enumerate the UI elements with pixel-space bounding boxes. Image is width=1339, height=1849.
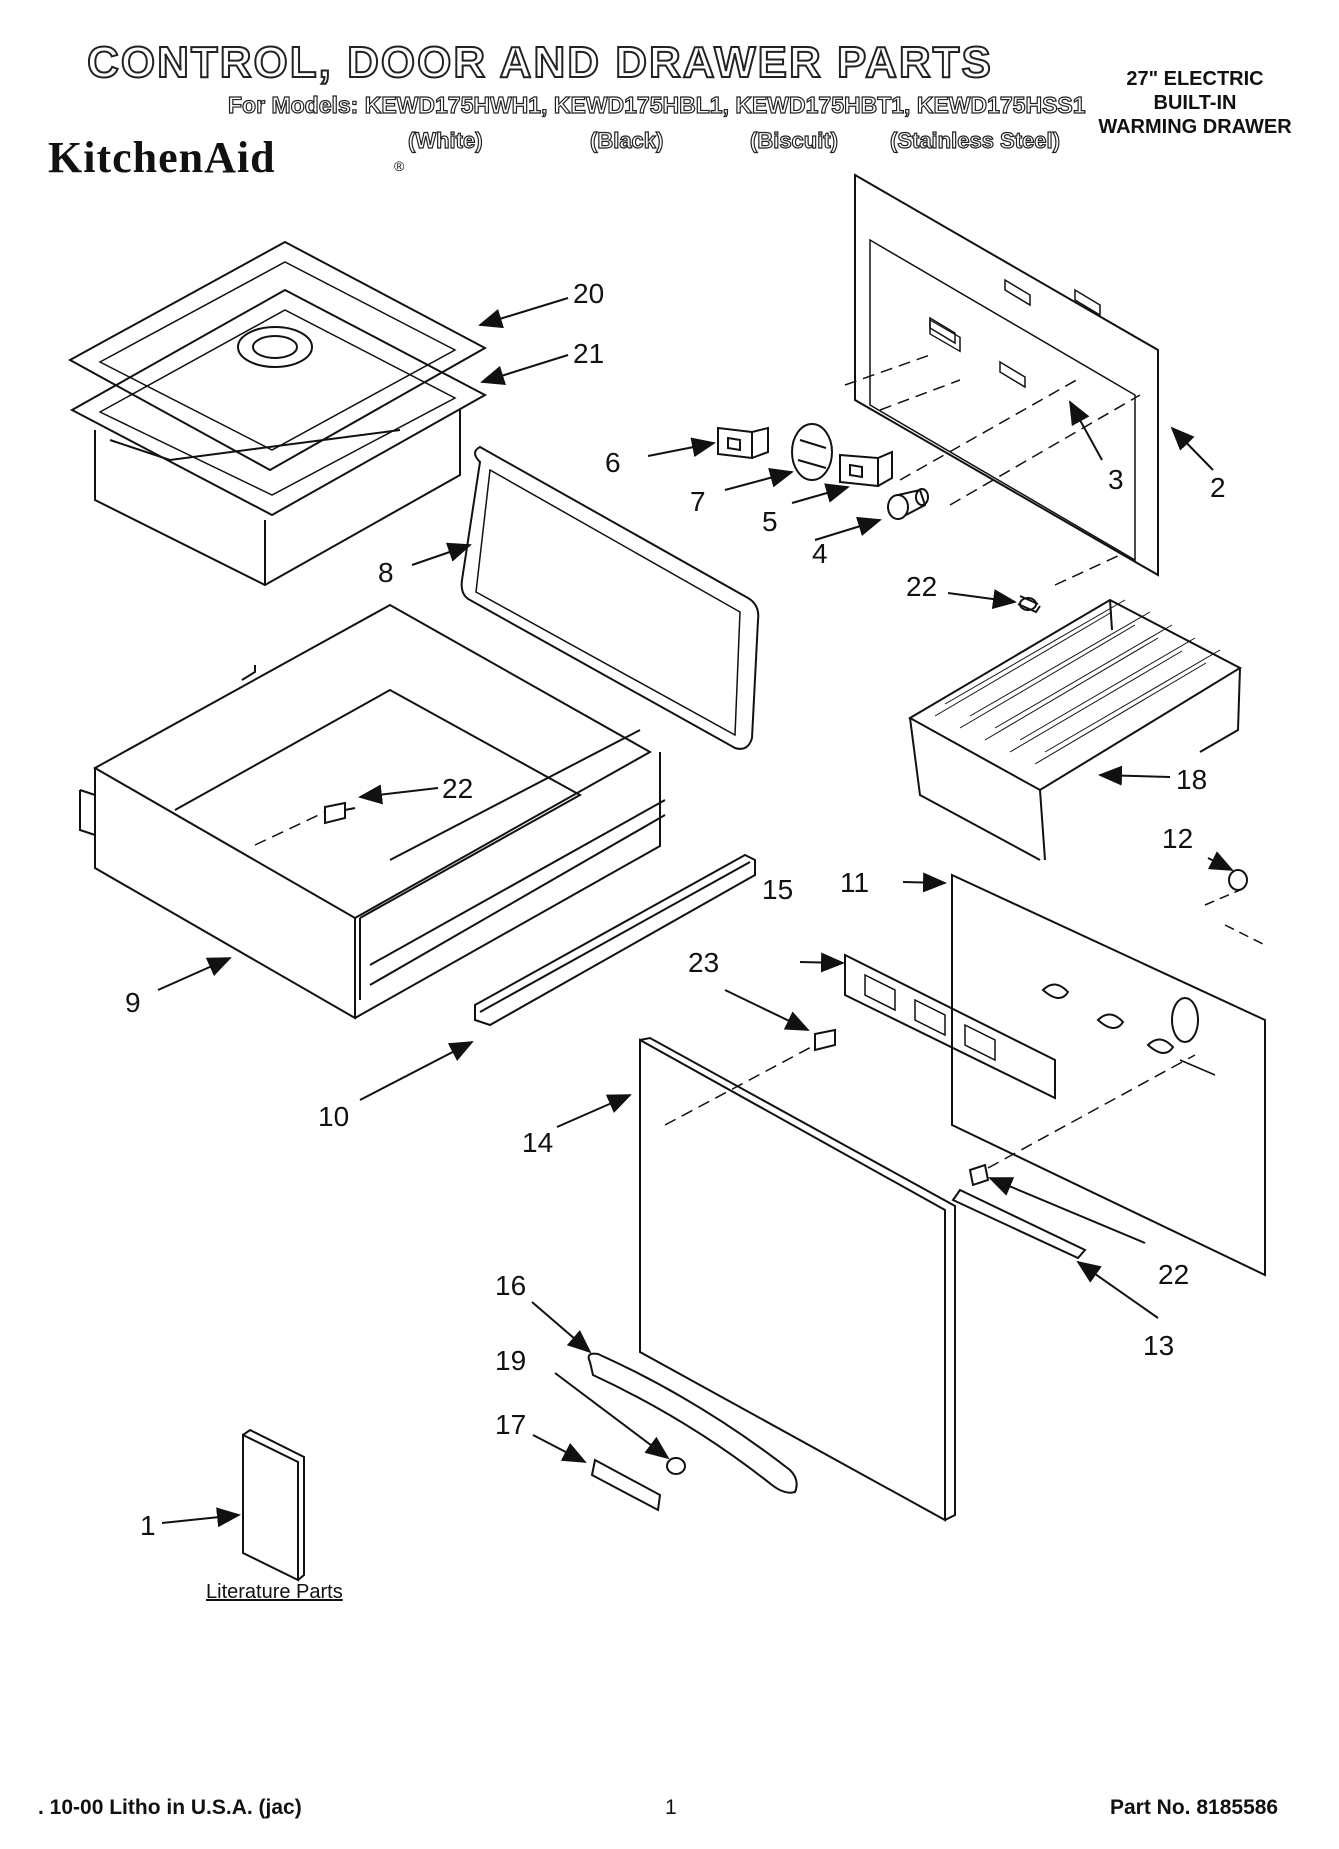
screw-22-top (1017, 595, 1041, 614)
callout-12: 12 (1162, 823, 1193, 854)
callout-10: 10 (318, 1101, 349, 1132)
screw-23 (814, 1028, 836, 1052)
rack-part (907, 598, 1243, 861)
switch-bracket-part (844, 953, 1056, 1100)
callout-1: 1 (140, 1510, 156, 1541)
drawer-box-part (79, 603, 666, 1020)
callout-14: 14 (522, 1127, 553, 1158)
callout-8: 8 (378, 557, 394, 588)
pan-part (94, 410, 461, 587)
registered-mark: ® (394, 158, 405, 174)
handle-part (587, 1352, 798, 1494)
gasket-part (69, 288, 488, 517)
screw-19 (666, 1457, 686, 1475)
models-line: For Models: KEWD175HWH1, KEWD175HBL1, KE… (227, 91, 1086, 118)
page-title: CONTROL, DOOR AND DRAWER PARTS (86, 37, 993, 88)
lid-part (67, 240, 488, 472)
callout-21: 21 (573, 338, 604, 369)
color-white: (White) (407, 127, 483, 153)
rocker-switch-5 (839, 450, 893, 488)
badge-part (590, 1458, 662, 1512)
trim-strip-part (951, 1188, 1087, 1260)
door-gasket-part (460, 445, 760, 750)
callout-5: 5 (762, 506, 778, 537)
callout-22-drawer: 22 (442, 773, 473, 804)
callout-15: 15 (762, 874, 793, 905)
knob-7 (791, 423, 833, 481)
color-stainless-steel: (Stainless Steel) (889, 127, 1060, 153)
control-panel-part (951, 873, 1266, 1277)
literature-part (242, 1428, 305, 1582)
slide-rail-part (474, 853, 756, 1027)
product-line-2: BUILT-IN (1153, 92, 1237, 114)
callout-20: 20 (573, 278, 604, 309)
callout-9: 9 (125, 987, 141, 1018)
callout-18: 18 (1176, 764, 1207, 795)
part-number: Part No. 8185586 (1110, 1796, 1279, 1819)
callout-23: 23 (688, 947, 719, 978)
back-panel-part (854, 173, 1159, 577)
indicator-light-4 (887, 488, 929, 520)
callout-17: 17 (495, 1409, 526, 1440)
screw-22-drawer (324, 801, 356, 825)
callout-2: 2 (1210, 472, 1226, 503)
screw-22-bottom (968, 1163, 990, 1187)
color-biscuit: (Biscuit) (749, 127, 838, 153)
callout-16: 16 (495, 1270, 526, 1301)
product-line-1: 27" ELECTRIC (1126, 68, 1264, 90)
literature-parts-label: Literature Parts (206, 1581, 343, 1603)
callout-4: 4 (812, 538, 828, 569)
callout-22-top: 22 (906, 571, 937, 602)
print-note: . 10-00 Litho in U.S.A. (jac) (38, 1796, 302, 1819)
color-black: (Black) (589, 127, 664, 153)
door-panel-part (639, 1036, 956, 1522)
nut-12 (1228, 869, 1248, 891)
callout-13: 13 (1143, 1330, 1174, 1361)
callout-3: 3 (1108, 464, 1124, 495)
brand-logo: KitchenAid (48, 133, 276, 182)
callout-11: 11 (840, 867, 869, 898)
callout-6: 6 (605, 447, 621, 478)
page-number: 1 (665, 1796, 677, 1819)
callout-7: 7 (690, 486, 706, 517)
rocker-switch-6 (717, 426, 769, 460)
product-line-3: WARMING DRAWER (1098, 116, 1292, 138)
callout-22-bottom: 22 (1158, 1259, 1189, 1290)
callout-19: 19 (495, 1345, 526, 1376)
